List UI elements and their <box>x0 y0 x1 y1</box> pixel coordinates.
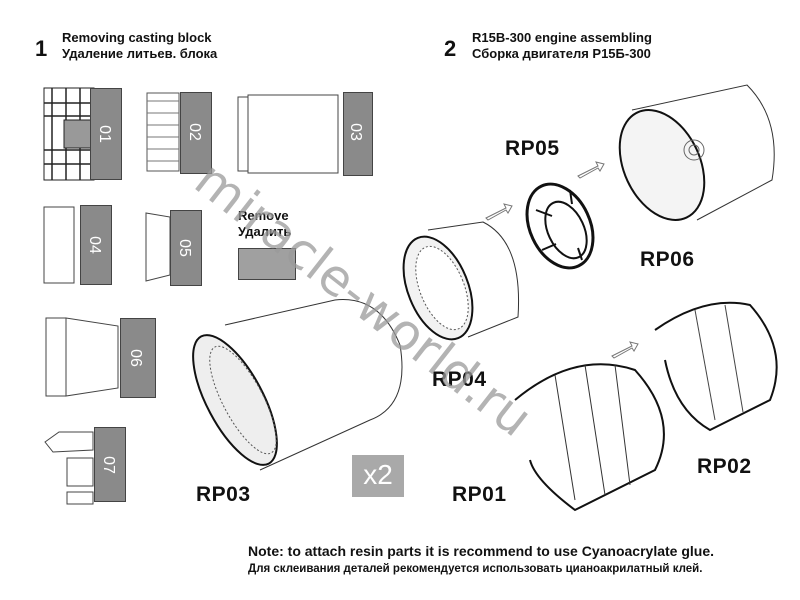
casting-block-01: 01 <box>90 88 122 180</box>
block-label-01: 01 <box>95 125 113 143</box>
casting-block-03: 03 <box>343 92 373 176</box>
block-label-04: 04 <box>85 236 103 254</box>
step-1-number: 1 <box>35 36 48 61</box>
block-label-02: 02 <box>185 123 203 141</box>
part-04-drawing <box>43 206 75 284</box>
rp02-drawing <box>654 301 778 432</box>
rp04-drawing <box>402 221 520 341</box>
remove-label: Remove Удалить <box>238 208 291 240</box>
assembly-arrow-icon <box>577 161 605 179</box>
step-1-title-ru: Удаление литьев. блока <box>62 46 218 61</box>
part-label-rp01: RP01 <box>452 483 507 506</box>
block-label-06: 06 <box>126 349 144 367</box>
part-label-rp02: RP02 <box>697 455 752 478</box>
assembly-arrow-icon <box>485 203 513 221</box>
assembly-arrow-icon <box>611 341 639 359</box>
step-1-title: Removing casting block Удаление литьев. … <box>62 30 217 62</box>
note-en: Note: to attach resin parts it is recomm… <box>248 543 715 559</box>
block-label-05: 05 <box>175 239 193 257</box>
rp03-drawing <box>192 299 403 471</box>
casting-block-02: 02 <box>180 92 212 174</box>
remove-label-en: Remove <box>238 208 289 223</box>
casting-block-04: 04 <box>80 205 112 285</box>
part-07-drawing <box>44 431 94 505</box>
casting-block-06: 06 <box>120 318 156 398</box>
step-1-title-en: Removing casting block <box>62 30 212 45</box>
casting-block-07: 07 <box>94 427 126 502</box>
remove-block <box>238 248 296 280</box>
remove-label-ru: Удалить <box>238 224 292 239</box>
part-01-drawing <box>43 87 95 181</box>
part-label-rp06: RP06 <box>640 248 695 271</box>
casting-block-05: 05 <box>170 210 202 286</box>
step-2-title-en: R15B-300 engine assembling <box>472 30 652 45</box>
part-label-rp05: RP05 <box>505 137 560 160</box>
part-06-drawing <box>45 317 119 397</box>
step-2-number: 2 <box>444 36 457 61</box>
rp01-drawing <box>514 363 665 512</box>
step-2-title: R15B-300 engine assembling Сборка двигат… <box>472 30 652 62</box>
part-03-drawing <box>237 94 339 174</box>
part-label-rp03: RP03 <box>196 483 251 506</box>
rp06-drawing <box>618 84 775 221</box>
part-02-drawing <box>146 92 180 172</box>
note-ru: Для склеивания деталей рекомендуется исп… <box>248 563 703 575</box>
block-label-07: 07 <box>99 456 117 474</box>
rp05-drawing <box>525 182 595 270</box>
step-2-title-ru: Сборка двигателя Р15Б-300 <box>472 46 651 61</box>
part-label-rp04: RP04 <box>432 368 487 391</box>
block-label-03: 03 <box>346 123 364 141</box>
quantity-badge: x2 <box>352 455 404 497</box>
